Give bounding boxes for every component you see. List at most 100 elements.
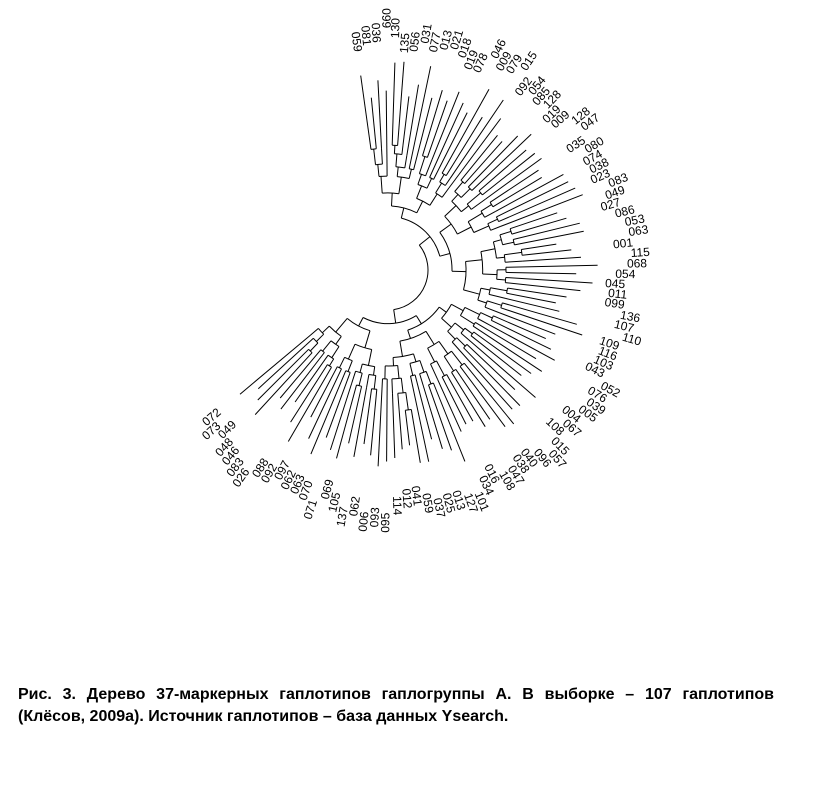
internal-branch: [456, 337, 466, 347]
internal-arc: [393, 244, 429, 311]
internal-branch: [364, 330, 371, 348]
tip-branch: [279, 349, 322, 399]
tip-branch: [290, 364, 328, 423]
clade-arc: [405, 409, 412, 411]
internal-branch: [359, 363, 363, 373]
clade-arc: [490, 315, 494, 321]
tip-branch: [423, 386, 443, 449]
tip-branch: [370, 389, 378, 456]
tip-branch: [488, 324, 555, 361]
leaf-label: 108: [543, 415, 567, 439]
leaf-label: 135: [397, 32, 413, 53]
tip-branch: [353, 387, 367, 457]
internal-arc: [441, 304, 452, 319]
clade-arc: [512, 239, 515, 245]
internal-branch: [405, 392, 409, 410]
internal-branch: [488, 293, 506, 299]
internal-arc: [391, 377, 402, 380]
leaf-label: 012: [399, 488, 415, 509]
clade-arc: [320, 349, 325, 353]
tip-branch: [402, 96, 410, 147]
tip-branch: [408, 66, 432, 169]
internal-branch: [391, 378, 393, 394]
internal-branch: [439, 174, 445, 183]
internal-branch: [304, 337, 314, 347]
tip-branch: [310, 366, 338, 418]
leaf-label: 116: [596, 343, 619, 363]
tip-branch: [463, 362, 515, 425]
tip-branch: [406, 84, 419, 156]
tip-branch: [287, 366, 332, 442]
leaf-label: 036: [369, 22, 384, 43]
tip-branch: [473, 331, 532, 374]
tip-branch: [404, 410, 411, 446]
internal-branch: [443, 356, 455, 372]
leaf-label: 027: [599, 195, 622, 214]
internal-branch: [377, 164, 380, 177]
tip-branch: [500, 194, 583, 227]
leaf-label: 093: [367, 507, 382, 528]
leaf-label: 056: [407, 31, 423, 53]
internal-branch: [480, 312, 493, 319]
tip-branch: [495, 173, 564, 212]
internal-arc: [503, 254, 506, 263]
internal-branch: [401, 145, 404, 155]
internal-branch: [393, 145, 396, 154]
internal-branch: [451, 194, 459, 202]
internal-arc: [459, 307, 466, 316]
internal-arc: [416, 197, 431, 206]
tip-branch: [459, 350, 513, 410]
leaf-label: 037: [430, 497, 448, 520]
internal-branch: [425, 159, 433, 176]
clade-arc: [429, 177, 434, 180]
internal-branch: [505, 260, 523, 263]
internal-arc: [451, 337, 458, 343]
tip-branch: [429, 102, 464, 178]
tip-branch: [498, 187, 576, 223]
internal-arc: [443, 350, 452, 357]
leaf-label: 077: [426, 31, 444, 54]
internal-branch: [447, 330, 456, 340]
tip-branch: [513, 222, 580, 240]
internal-branch: [358, 317, 364, 327]
internal-branch: [482, 273, 498, 276]
tip-branch: [522, 249, 572, 256]
tip-branch: [482, 152, 536, 196]
tip-branch: [426, 100, 448, 158]
internal-branch: [496, 256, 505, 259]
internal-arc: [401, 217, 441, 257]
tip-branch: [441, 88, 490, 174]
tip-branch: [446, 374, 474, 422]
internal-branch: [322, 340, 332, 352]
haplotype-tree-diagram: 0590810360991301350560310770130210180190…: [199, 8, 650, 533]
internal-arc: [399, 330, 427, 342]
internal-branch: [499, 230, 512, 236]
internal-arc: [362, 315, 417, 325]
internal-arc: [439, 232, 453, 272]
tip-branch: [257, 345, 306, 390]
internal-branch: [367, 349, 373, 366]
internal-branch: [400, 207, 405, 219]
internal-branch: [425, 331, 435, 345]
tip-branch: [472, 325, 543, 372]
tip-branch: [500, 307, 583, 336]
clade-arc: [441, 374, 447, 378]
leaf-label: 083: [606, 170, 630, 190]
internal-arc: [444, 215, 458, 235]
tip-branch: [459, 366, 506, 427]
leaf-label: 137: [334, 505, 351, 528]
internal-arc: [394, 153, 402, 155]
tip-branch: [329, 383, 353, 451]
clade-arc: [370, 148, 377, 150]
internal-branch: [393, 309, 397, 324]
clade-arc: [422, 155, 428, 158]
internal-branch: [373, 148, 376, 165]
internal-branch: [460, 205, 469, 213]
tip-branch: [460, 134, 498, 181]
clade-arc: [410, 374, 416, 377]
internal-branch: [338, 357, 346, 369]
tip-branch: [308, 368, 342, 439]
internal-branch: [416, 200, 424, 214]
internal-branch: [454, 181, 464, 192]
tip-branch: [432, 382, 466, 462]
